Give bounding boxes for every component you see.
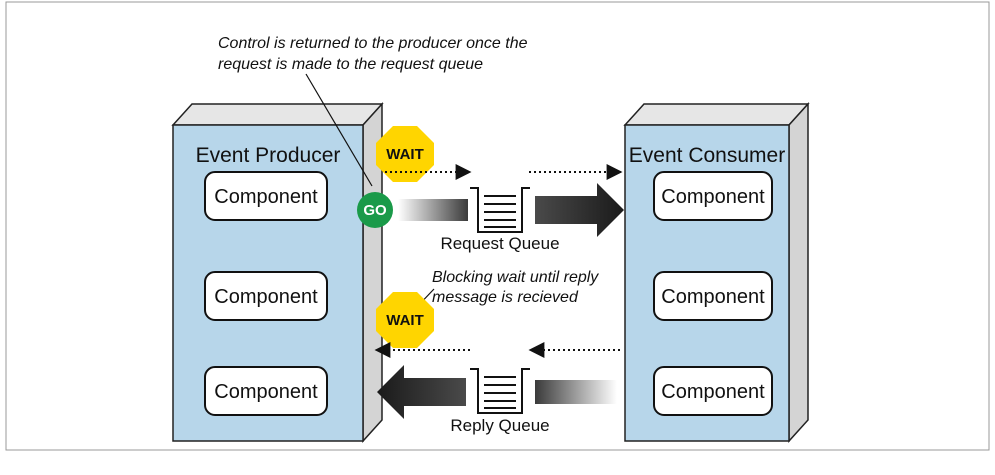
go-signal-label: GO (363, 202, 387, 219)
blocking-annotation-line-1: Blocking wait until reply (432, 269, 599, 286)
producer-component-1-label: Component (214, 186, 318, 208)
request-queue-icon (470, 187, 530, 233)
producer-component-3: Component (204, 366, 328, 416)
wait-sign-bottom-label: WAIT (386, 312, 424, 329)
producer-component-2-label: Component (214, 286, 318, 308)
request-flow-band (398, 199, 468, 221)
control-annotation-line-1: Control is returned to the producer once… (218, 35, 528, 52)
wait-sign-top-label: WAIT (386, 146, 424, 163)
producer-component-2: Component (204, 271, 328, 321)
consumer-component-2: Component (653, 271, 773, 321)
request-queue-label: Request Queue (440, 234, 559, 253)
consumer-component-1-label: Component (661, 186, 765, 208)
control-annotation-leader (305, 73, 373, 187)
consumer-component-3: Component (653, 366, 773, 416)
go-signal-icon: GO (357, 192, 393, 228)
reply-arrow (377, 365, 466, 419)
event-consumer-title: Event Consumer (629, 144, 785, 167)
wait-sign-bottom-icon: WAIT (376, 292, 434, 348)
producer-component-1: Component (204, 171, 328, 221)
consumer-component-1: Component (653, 171, 773, 221)
wait-sign-top-icon: WAIT (376, 126, 434, 182)
blocking-annotation-line-2: message is recieved (432, 289, 579, 306)
event-producer-title: Event Producer (196, 144, 341, 167)
producer-component-3-label: Component (214, 381, 318, 403)
consumer-component-3-label: Component (661, 381, 765, 403)
reply-queue-icon (470, 368, 530, 414)
request-arrow (535, 183, 624, 237)
consumer-component-2-label: Component (661, 286, 765, 308)
reply-queue-label: Reply Queue (450, 416, 549, 435)
control-annotation-line-2: request is made to the request queue (218, 56, 483, 73)
reply-flow-band (535, 380, 617, 404)
